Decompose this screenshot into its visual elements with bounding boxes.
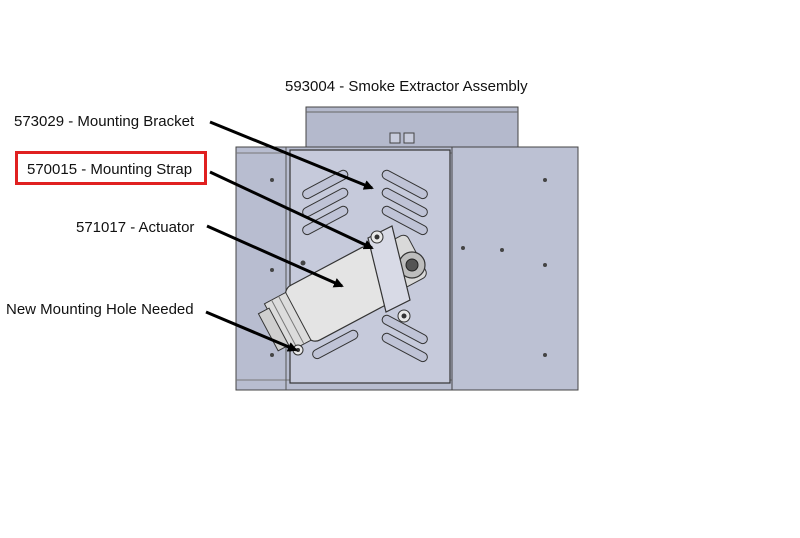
bracket-arrow [209,120,374,190]
callout-new-mounting-hole: New Mounting Hole Needed [6,301,194,318]
actuator-arrow [206,224,344,288]
hole-arrow [205,310,298,352]
mounting-strap [367,225,411,323]
assembly-title: 593004 - Smoke Extractor Assembly [285,78,528,95]
top-collar [305,106,519,148]
callout-mounting-bracket: 573029 - Mounting Bracket [14,113,195,130]
callout-actuator: 571017 - Actuator [76,219,195,236]
strap-highlight-box [15,151,207,185]
leader-arrows [205,120,374,352]
callout-mounting-strap: 570015 - Mounting Strap [27,161,193,178]
strap-arrow [209,170,374,250]
